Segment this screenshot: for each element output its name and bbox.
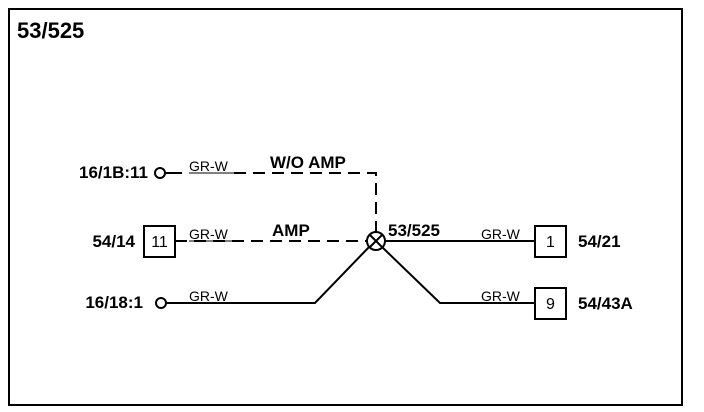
connector-label-16-18-1: 16/18:1 [85,293,143,312]
connector-pin-box [143,225,176,258]
connector-pin-box [534,287,567,320]
terminal-open-circle [154,167,166,179]
option-label-without-amp: W/O AMP [270,153,346,172]
wire-16-18-1 [166,245,371,304]
connector-pin-number: 1 [546,234,555,251]
connector-label-54-14: 54/14 [92,232,135,251]
wire-16-1b-11-dashed [234,172,377,232]
connector-pin-box [534,225,567,258]
wire-color-label: GR-W [189,226,229,242]
diagram-frame [8,8,683,406]
connector-pin-number: 11 [151,234,168,251]
wire-54-43a [381,246,535,304]
splice-label: 53/525 [388,221,440,240]
terminal-open-circle [155,297,167,309]
wire-color-label: GR-W [481,226,521,242]
wire-color-label: GR-W [189,158,229,174]
connector-label-16-1b-11: 16/1B:11 [79,163,148,182]
page-title: 53/525 [17,18,84,43]
option-label-amp: AMP [272,221,310,240]
splice-cross [368,233,384,249]
wire-color-label: GR-W [189,288,229,304]
connector-label-54-43a: 54/43A [578,294,633,313]
connector-label-54-21: 54/21 [578,232,621,251]
connector-pin-number: 9 [546,296,555,313]
wire-color-label: GR-W [481,288,521,304]
